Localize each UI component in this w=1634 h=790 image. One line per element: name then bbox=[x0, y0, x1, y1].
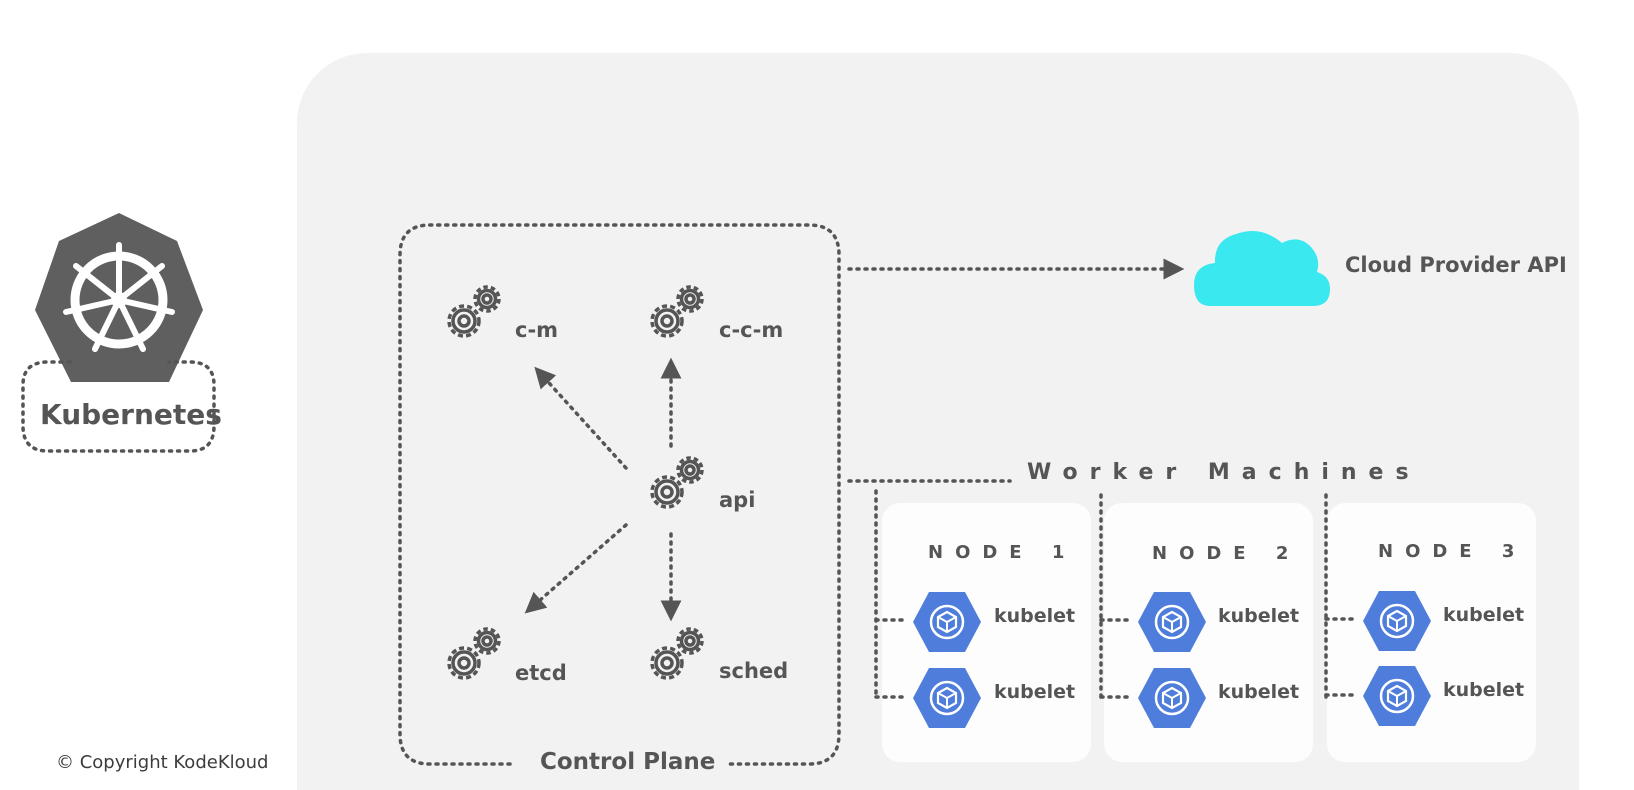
kubelet-label-n2-1: kubelet bbox=[1218, 605, 1300, 627]
control-plane-title: Control Plane bbox=[540, 749, 716, 775]
kubelet-icon-n3-2 bbox=[1362, 664, 1432, 728]
node-card-2 bbox=[1104, 503, 1313, 762]
node-card-3 bbox=[1327, 503, 1536, 762]
kubelet-label-n3-2: kubelet bbox=[1443, 679, 1525, 701]
controller-manager-label: c-m bbox=[515, 318, 559, 342]
kubelet-icon-n2-1 bbox=[1137, 590, 1207, 654]
cloud-icon bbox=[1194, 231, 1330, 306]
kubernetes-label: Kubernetes bbox=[40, 398, 222, 431]
control-plane-border bbox=[398, 223, 841, 766]
etcd-label: etcd bbox=[515, 661, 567, 685]
api-server-label: api bbox=[719, 488, 756, 512]
kubelet-icon-n1-2 bbox=[912, 666, 982, 730]
kubernetes-logo bbox=[21, 213, 216, 453]
cloud-controller-manager-label: c-c-m bbox=[719, 318, 784, 342]
cloud-provider-label: Cloud Provider API bbox=[1345, 253, 1567, 277]
etcd-gear-icon bbox=[447, 627, 501, 680]
api-server-gear-icon bbox=[650, 456, 704, 509]
scheduler-gear-icon bbox=[650, 627, 704, 680]
controller-manager-gear-icon bbox=[447, 285, 501, 338]
kubernetes-label-box bbox=[21, 360, 216, 453]
node-card-1 bbox=[882, 503, 1091, 762]
cloud-controller-manager-gear-icon bbox=[650, 285, 704, 338]
arrow-api-to-cm bbox=[534, 366, 628, 470]
node-3-title: NODE 3 bbox=[1378, 541, 1527, 562]
node-2-title: NODE 2 bbox=[1152, 543, 1301, 564]
kubelet-label-n1-2: kubelet bbox=[994, 681, 1076, 703]
kubelet-icon-n2-2 bbox=[1137, 666, 1207, 730]
worker-machines-title: Worker Machines bbox=[1027, 460, 1421, 485]
kubelet-label-n1-1: kubelet bbox=[994, 605, 1076, 627]
kubelet-label-n3-1: kubelet bbox=[1443, 604, 1525, 626]
copyright-text: © Copyright KodeKloud bbox=[56, 752, 269, 773]
kubelet-icon-n3-1 bbox=[1362, 589, 1432, 653]
kubelet-label-n2-2: kubelet bbox=[1218, 681, 1300, 703]
arrow-api-to-etcd bbox=[524, 523, 628, 614]
kubelet-icon-n1-1 bbox=[912, 590, 982, 654]
node-1-title: NODE 1 bbox=[928, 542, 1077, 563]
helm-wheel-icon bbox=[63, 242, 175, 352]
scheduler-label: sched bbox=[719, 659, 789, 683]
